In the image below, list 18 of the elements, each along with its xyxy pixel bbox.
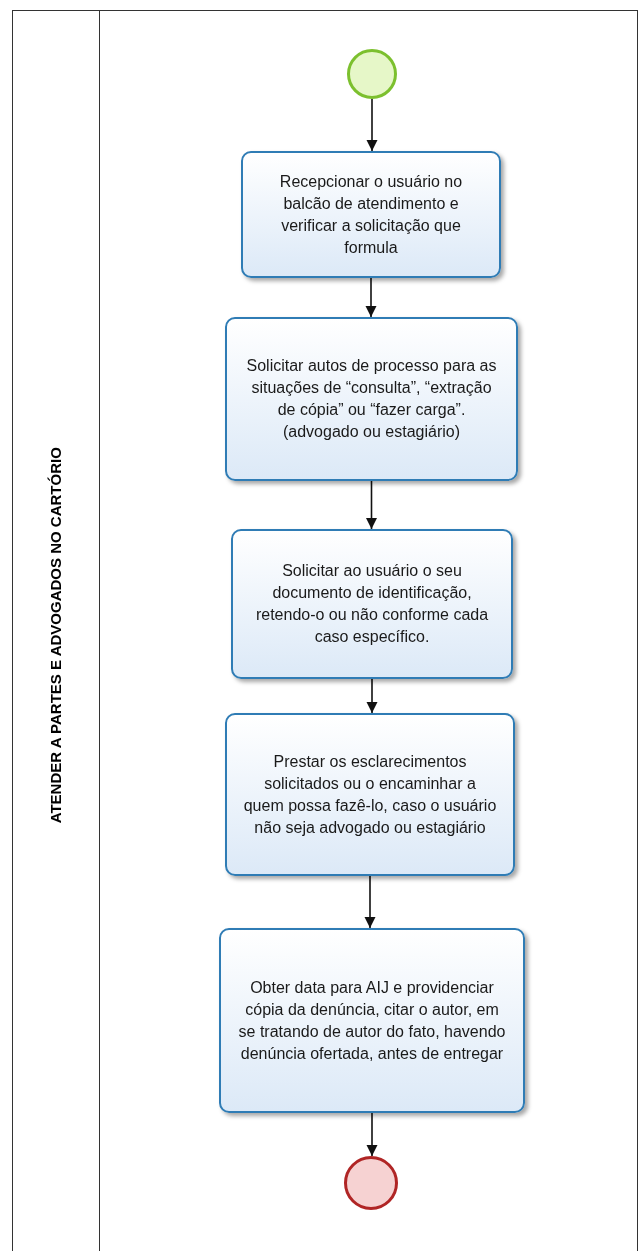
- task-text: Solicitar ao usuário o seu documento de identificação, retendo-o ou não conforme cada caso específico.: [254, 561, 490, 647]
- arrow: [366, 98, 378, 152]
- task-text: Prestar os esclarecimentos solicitados ou o encaminhar a quem possa fazê-lo, caso o usuário não seja advogado ou estagiário: [243, 751, 497, 838]
- task-box: [241, 151, 501, 278]
- arrow: [366, 678, 378, 714]
- task-text: Solicitar autos de processo para as situações de “consulta”, “extração de cópia” ou “fazer carga”. (advogado ou estagiário): [245, 356, 498, 442]
- task-text: Recepcionar o usuário no balcão de atendimento e verificar a solicitação que formula: [278, 171, 464, 258]
- task-box: [225, 713, 515, 876]
- arrow: [364, 875, 376, 929]
- lane-title: ATENDER A PARTES E ADVOGADOS NO CARTÓRIO: [45, 447, 65, 824]
- arrow: [365, 277, 377, 318]
- arrow: [366, 1112, 378, 1157]
- task-box: [219, 928, 525, 1113]
- task-text: Obter data para AIJ e providenciar cópia da denúncia, citar o autor, em se tratando de autor do fato, havendo denúncia ofertada, antes de entregar: [237, 977, 507, 1064]
- arrow: [365, 480, 378, 530]
- task-box: [231, 529, 513, 679]
- task-box: [225, 317, 518, 481]
- swimlane: [12, 10, 638, 1251]
